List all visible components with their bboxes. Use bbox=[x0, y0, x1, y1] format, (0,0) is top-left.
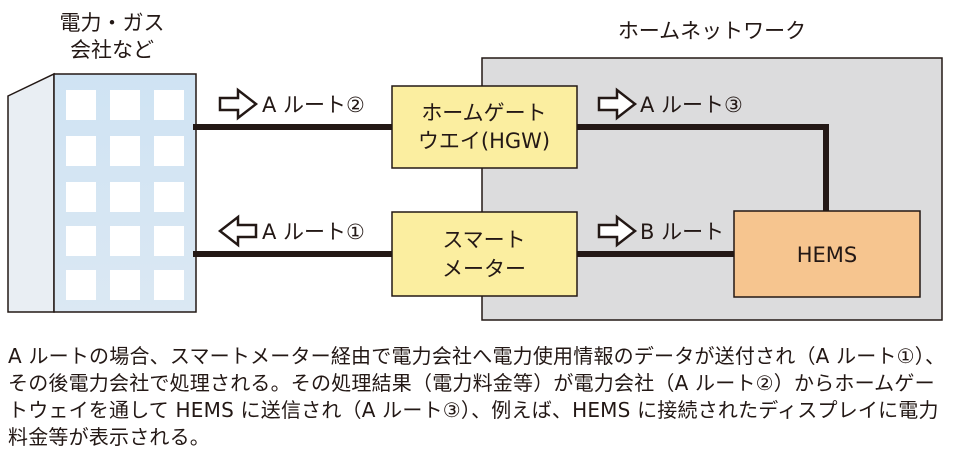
route-a3-label: A ルート③ bbox=[640, 93, 743, 117]
hgw-box bbox=[391, 85, 578, 169]
building-window bbox=[66, 90, 96, 120]
company-label-line1: 電力・ガス bbox=[60, 11, 165, 35]
building-window bbox=[110, 270, 140, 300]
hems-label: HEMS bbox=[797, 243, 858, 267]
building-window bbox=[66, 136, 96, 166]
building-window bbox=[154, 136, 184, 166]
building-window bbox=[110, 136, 140, 166]
arrow-right-icon bbox=[597, 87, 638, 121]
smart-meter-box bbox=[391, 211, 578, 297]
arrow-right-icon bbox=[597, 214, 638, 248]
building-window bbox=[154, 182, 184, 212]
route-b-label: B ルート bbox=[640, 220, 724, 244]
meter-label-line2: メーター bbox=[442, 257, 526, 281]
hems-box bbox=[733, 210, 921, 298]
hgw-label-line1: ホームゲート bbox=[421, 101, 546, 125]
arrow-left-icon bbox=[217, 214, 258, 248]
connection-lines bbox=[193, 124, 829, 257]
network-diagram: ホームネットワーク 電力・ガス 会社など ホームゲート ウエイ(HGW) スマー… bbox=[7, 11, 943, 321]
building-window bbox=[66, 182, 96, 212]
home-network-label: ホームネットワーク bbox=[618, 19, 806, 43]
building-window bbox=[110, 182, 140, 212]
company-label-line2: 会社など bbox=[70, 38, 154, 62]
building-window bbox=[110, 90, 140, 120]
building-window bbox=[110, 226, 140, 256]
hgw-label-line2: ウエイ(HGW) bbox=[418, 129, 550, 153]
building-window bbox=[154, 270, 184, 300]
building-window bbox=[154, 226, 184, 256]
building-window bbox=[66, 226, 96, 256]
route-a1-label: A ルート① bbox=[262, 220, 365, 244]
arrow-right-icon bbox=[218, 87, 259, 121]
meter-label-line1: スマート bbox=[442, 228, 525, 252]
company-building-icon bbox=[7, 72, 197, 313]
line-hgw-hems bbox=[574, 124, 829, 214]
building-window bbox=[66, 270, 96, 300]
route-a2-label: A ルート② bbox=[262, 93, 365, 117]
diagram-caption: A ルートの場合、スマートメーター経由で電力会社へ電力使用情報のデータが送付され… bbox=[8, 344, 946, 449]
building-window bbox=[154, 90, 184, 120]
